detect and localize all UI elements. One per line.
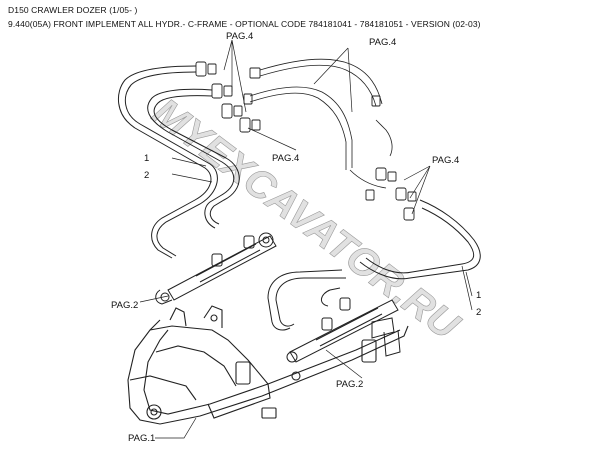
diagram-section-title: 9.440(05A) FRONT IMPLEMENT ALL HYDR.- C-… bbox=[8, 19, 481, 29]
hydraulic-hose-left-outer bbox=[117, 65, 218, 259]
hose-fitting-group-right bbox=[365, 95, 417, 221]
hydraulic-hose-left-inner bbox=[147, 88, 240, 229]
hydraulic-cylinder-left bbox=[155, 232, 277, 305]
callout-item1-left: 1 bbox=[144, 153, 149, 164]
diagram-model-title: D150 CRAWLER DOZER (1/05- ) bbox=[8, 5, 138, 15]
callout-pag4-right: PAG.4 bbox=[432, 155, 459, 166]
hydraulic-hose-right-loop bbox=[267, 199, 481, 331]
callout-pag2-bottom: PAG.2 bbox=[336, 379, 363, 390]
hydraulic-hose-top-right bbox=[249, 58, 393, 189]
callout-pag4-middle: PAG.4 bbox=[272, 153, 299, 164]
callout-pag4-top-right: PAG.4 bbox=[369, 37, 396, 48]
watermark-text: MYEXCAVATOR.RU bbox=[145, 90, 468, 349]
hydraulic-cylinder-right bbox=[286, 297, 401, 363]
callout-item1-right: 1 bbox=[476, 290, 481, 301]
callout-pag2-left: PAG.2 bbox=[111, 300, 138, 311]
callout-item2-right: 2 bbox=[476, 307, 481, 318]
callout-item2-left: 2 bbox=[144, 170, 149, 181]
c-frame bbox=[127, 305, 409, 425]
hose-fitting-group-top bbox=[195, 61, 261, 133]
callout-pag1: PAG.1 bbox=[128, 433, 155, 444]
leader-lines bbox=[139, 39, 473, 439]
callout-pag4-top-left: PAG.4 bbox=[226, 31, 253, 42]
